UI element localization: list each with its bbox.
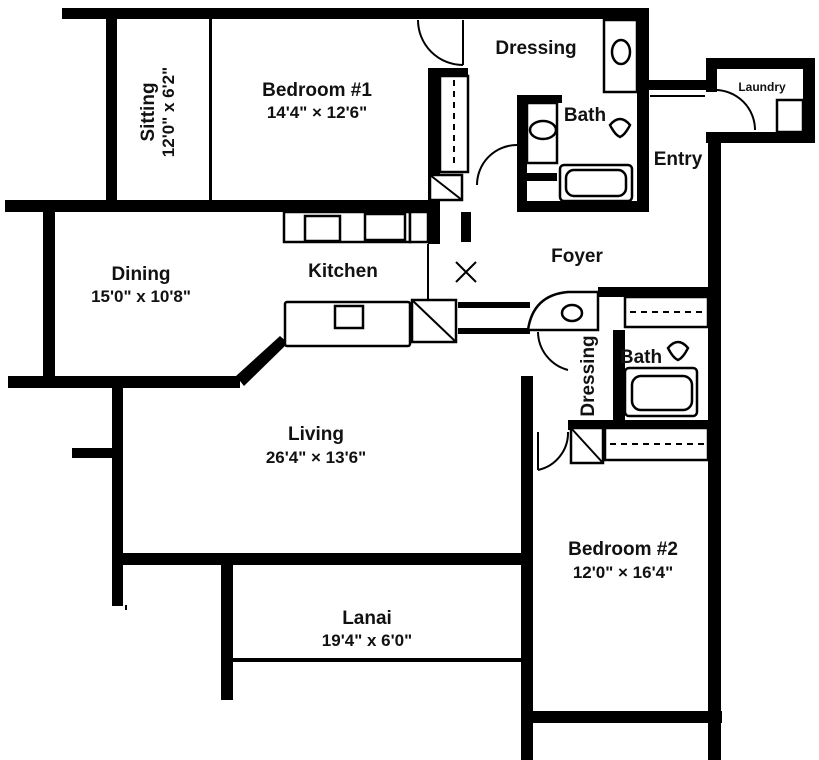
fixtures xyxy=(282,18,805,465)
room-labels: Sitting 12'0" x 6'2" Bedroom #1 14'4" × … xyxy=(91,38,786,650)
room-living-name: Living xyxy=(288,424,344,445)
room-sitting-name: Sitting xyxy=(138,82,159,141)
room-bedroom1-dims: 14'4" × 12'6" xyxy=(267,103,367,122)
room-bath1-name: Bath xyxy=(564,105,606,126)
room-kitchen-name: Kitchen xyxy=(308,261,378,282)
doors xyxy=(417,19,756,471)
room-laundry-name: Laundry xyxy=(738,80,786,94)
room-dressing2: Dressing xyxy=(578,335,599,416)
room-foyer-name: Foyer xyxy=(551,246,603,267)
room-dining-name: Dining xyxy=(111,264,170,285)
room-living-dims: 26'4" × 13'6" xyxy=(266,448,366,467)
room-sitting: Sitting 12'0" x 6'2" xyxy=(138,67,178,157)
room-entry-name: Entry xyxy=(654,149,703,170)
room-dressing2-name: Dressing xyxy=(578,335,599,416)
room-bedroom2-dims: 12'0" × 16'4" xyxy=(573,563,673,582)
room-bedroom1-name: Bedroom #1 xyxy=(262,80,372,101)
room-dressing1-name: Dressing xyxy=(495,38,576,59)
windows xyxy=(45,40,705,720)
room-dining-dims: 15'0" x 10'8" xyxy=(91,287,191,306)
room-lanai-dims: 19'4" x 6'0" xyxy=(322,631,412,650)
room-lanai-name: Lanai xyxy=(342,608,392,629)
room-bath2-name: Bath xyxy=(620,347,662,368)
room-bedroom2-name: Bedroom #2 xyxy=(568,539,678,560)
room-sitting-dims: 12'0" x 6'2" xyxy=(159,67,178,157)
